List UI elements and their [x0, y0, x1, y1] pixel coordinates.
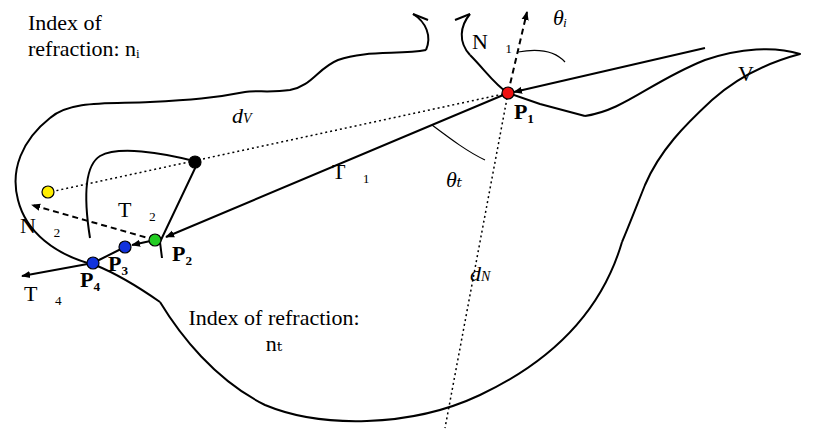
lid-knob	[462, 14, 470, 55]
angle-label: θₜ	[446, 168, 462, 192]
point-label: P₂	[172, 242, 192, 266]
angle-arc	[432, 125, 485, 160]
teapot-outline	[16, 50, 426, 302]
distance-n	[445, 93, 508, 428]
lid-top	[413, 14, 428, 20]
vector-label: T⃗₂	[118, 198, 156, 222]
spout	[585, 49, 800, 242]
vector-label: V⃗	[738, 62, 771, 86]
angle-arc	[518, 50, 565, 62]
point-label: P₁	[514, 100, 534, 124]
vector-label: T⃗₄	[24, 282, 62, 306]
distance-label: dN⃗	[470, 262, 501, 289]
view-ray	[514, 48, 705, 92]
vector-label: N⃗₂	[20, 214, 61, 238]
point-label: P₄	[80, 268, 100, 292]
medium-label: Index of refraction: nₜ	[186, 305, 362, 357]
medium-label: Index of refraction: nᵢ	[28, 10, 178, 62]
refracted-ray-t1	[166, 93, 508, 237]
angle-label: θᵢ	[553, 6, 567, 30]
point-black	[189, 156, 201, 168]
point-label: P₃	[108, 252, 128, 276]
point-p1	[502, 87, 514, 99]
vector-label: N⃗₁	[472, 30, 513, 54]
vector-label: T⃗₁	[332, 160, 370, 184]
point-p2	[149, 234, 161, 246]
point-yellow	[42, 186, 54, 198]
teapot-outline	[160, 242, 622, 421]
lid-knob	[413, 14, 428, 50]
lid-top	[455, 14, 470, 20]
distance-v	[50, 93, 508, 192]
distance-label: dV⃗	[232, 104, 262, 131]
